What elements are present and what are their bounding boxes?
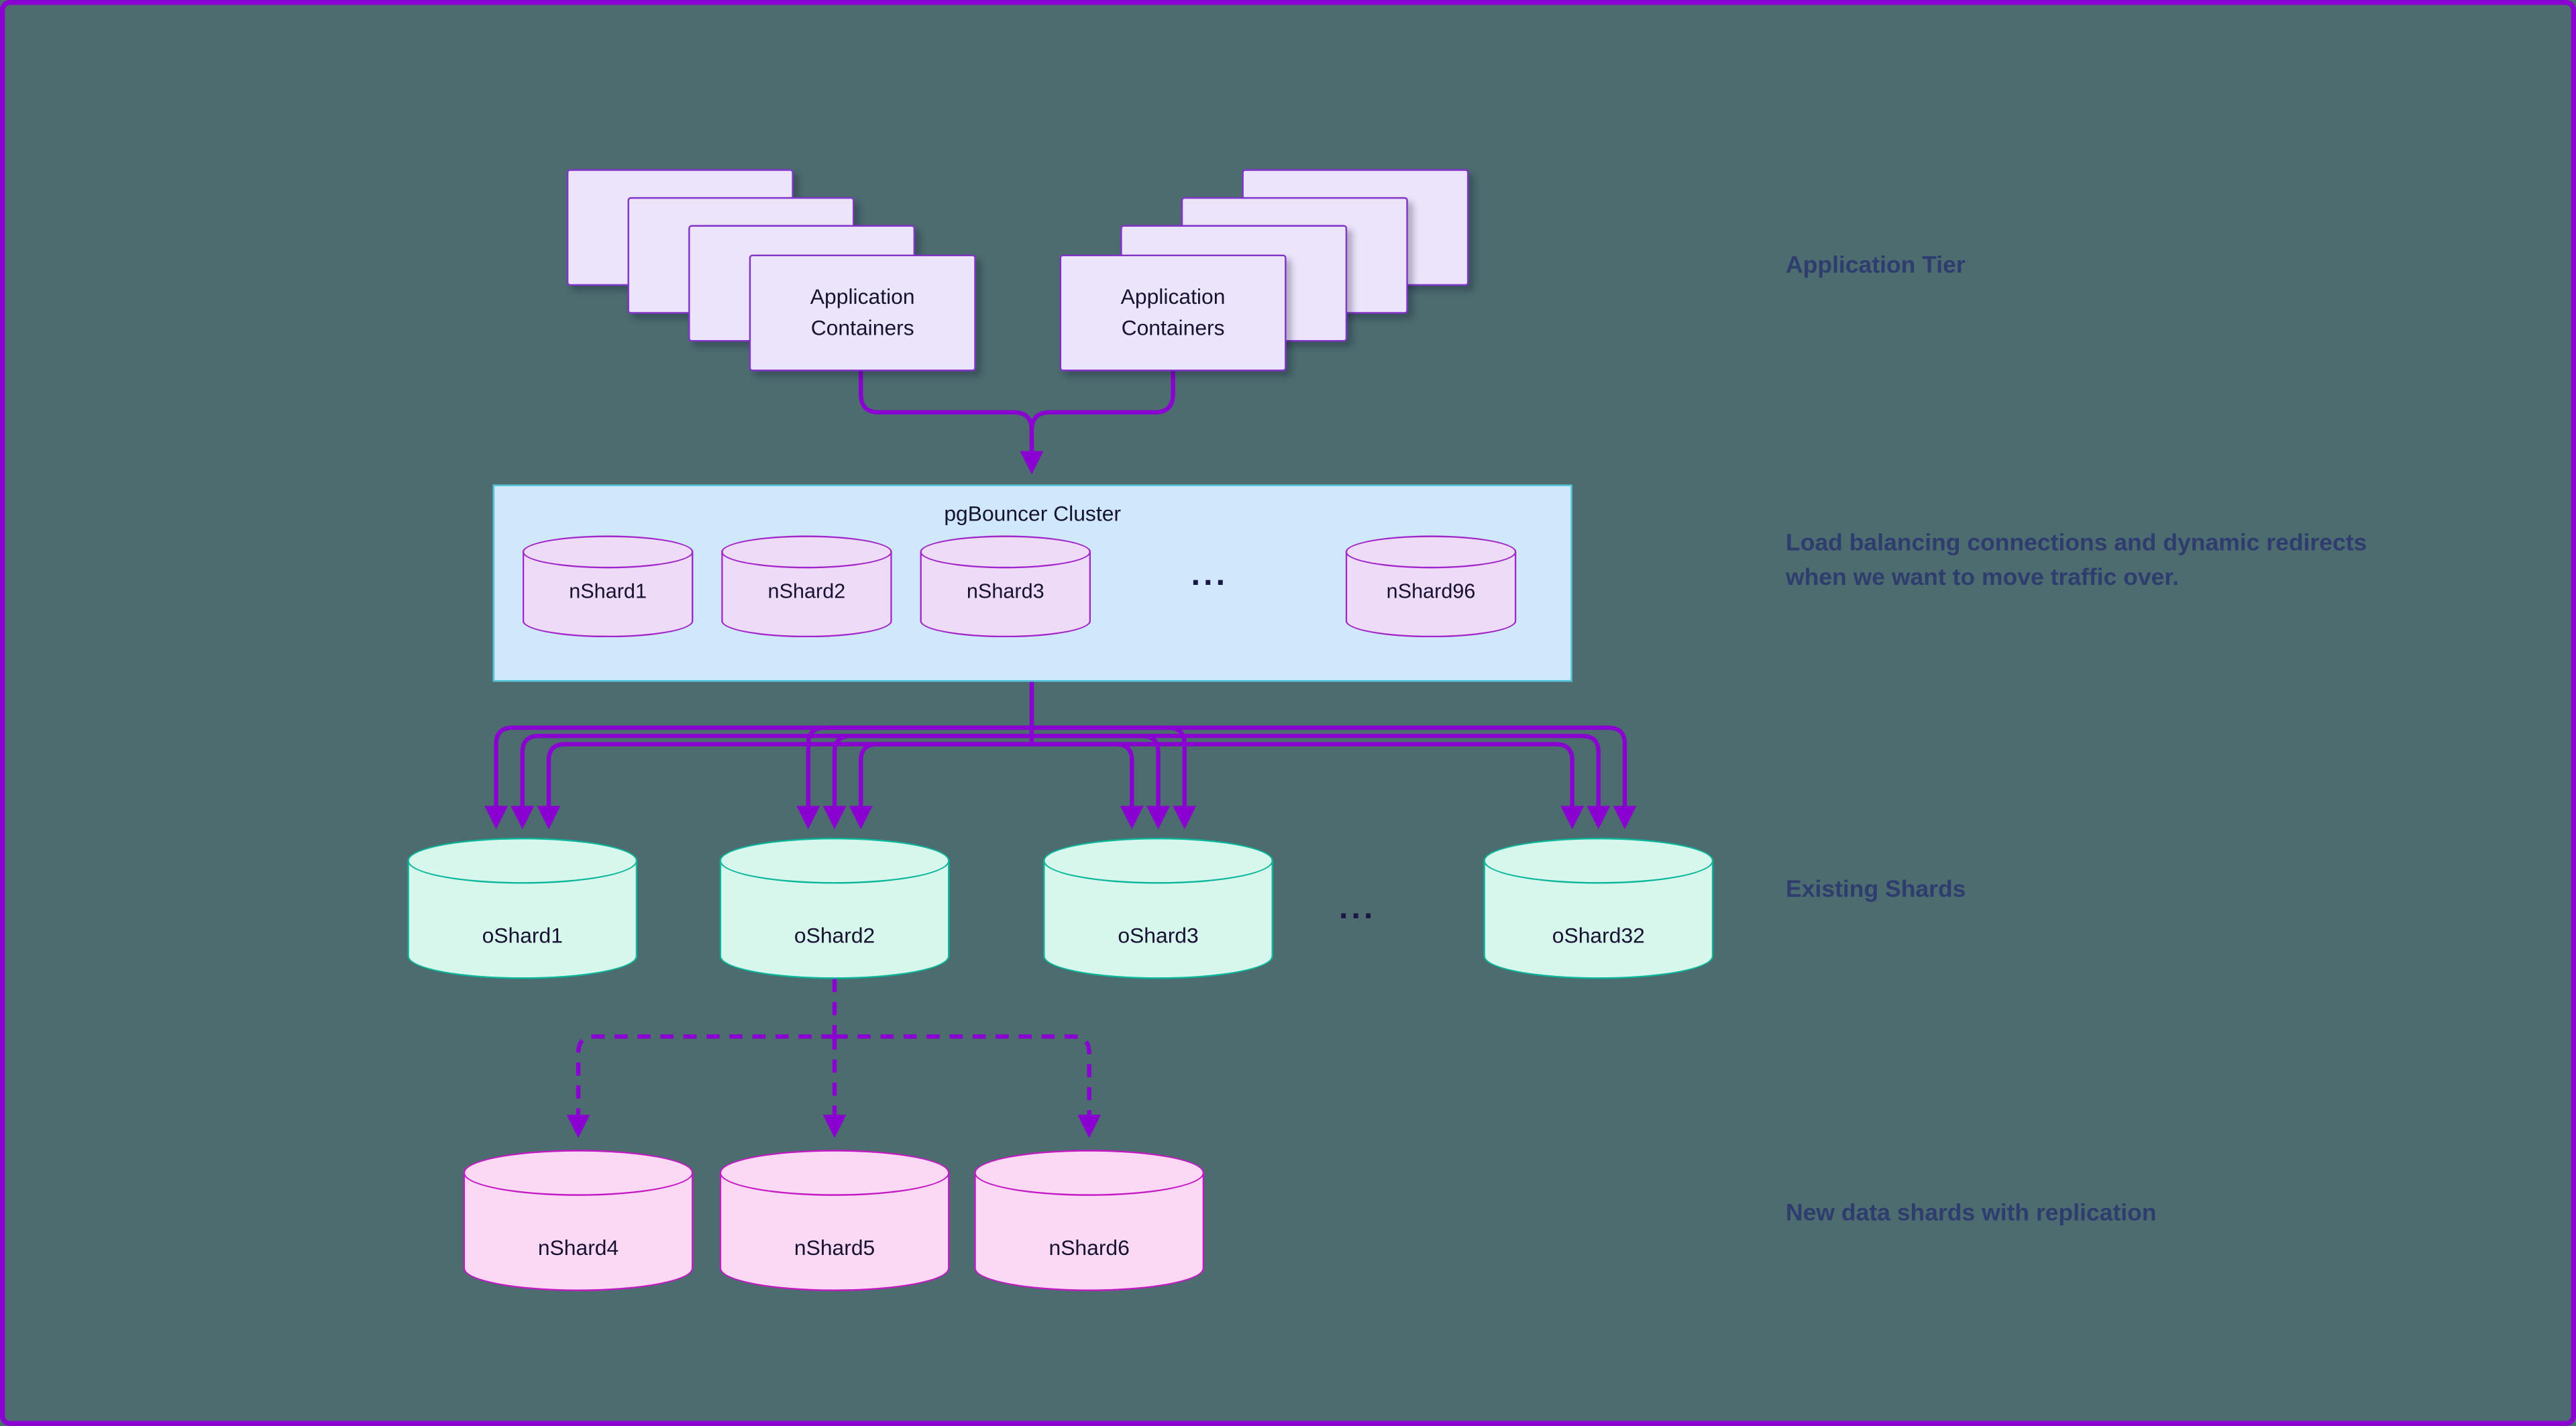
cylinder-label: nShard2 xyxy=(767,580,846,603)
cylinder-oshard32: oShard32 xyxy=(1483,837,1714,979)
cylinder-nshard5: nShard5 xyxy=(719,1150,950,1291)
cylinder-label: nShard5 xyxy=(794,1235,875,1260)
cylinder-label: oShard3 xyxy=(1118,923,1199,948)
cylinder-top xyxy=(719,837,950,884)
annotation-new-shards: New data shards with replication xyxy=(1786,1201,2157,1227)
cylinder-top xyxy=(1043,837,1273,884)
arrows-app-to-pgbouncer xyxy=(859,371,1175,475)
cylinder-top xyxy=(407,837,638,884)
cylinder-top xyxy=(719,1150,950,1196)
cylinder-label: nShard3 xyxy=(966,580,1044,603)
app-card-front-left: Application Containers xyxy=(749,254,976,372)
ellipsis-nshards: ... xyxy=(1191,557,1229,594)
annotation-existing-shards: Existing Shards xyxy=(1786,877,1966,903)
cylinder-nshard3: nShard3 xyxy=(920,535,1091,638)
cylinder-top xyxy=(1345,535,1517,569)
annotation-load-balancing: Load balancing connections and dynamic r… xyxy=(1786,531,2367,592)
ellipsis-oshards: ... xyxy=(1338,890,1377,927)
cylinder-oshard1: oShard1 xyxy=(407,837,638,979)
cylinder-nshard2: nShard2 xyxy=(721,535,892,638)
cylinder-top xyxy=(463,1150,694,1196)
cylinder-label: oShard2 xyxy=(794,923,875,948)
cylinder-nshard6: nShard6 xyxy=(974,1150,1205,1291)
app-card-label: Application Containers xyxy=(810,284,915,339)
cylinder-nshard96: nShard96 xyxy=(1345,535,1517,638)
cylinder-top xyxy=(1483,837,1714,884)
annotation-application-tier: Application Tier xyxy=(1786,253,1966,280)
arrows-pgbouncer-to-existing-shards xyxy=(484,681,1637,830)
cylinder-label: nShard1 xyxy=(569,580,647,603)
cylinder-label: nShard6 xyxy=(1049,1235,1130,1260)
cylinder-label: nShard4 xyxy=(537,1235,619,1260)
pgbouncer-cluster-box: pgBouncer Cluster nShard1 nShard2 nShard… xyxy=(492,484,1572,682)
pgbouncer-title: pgBouncer Cluster xyxy=(944,500,1122,526)
cylinder-label: oShard32 xyxy=(1552,923,1645,948)
cylinder-label: oShard1 xyxy=(482,923,563,948)
arrows-replication-dashed xyxy=(566,979,1102,1138)
cylinder-oshard3: oShard3 xyxy=(1043,837,1273,979)
cylinder-nshard1: nShard1 xyxy=(522,535,694,638)
cylinder-top xyxy=(721,535,892,569)
cylinder-top xyxy=(974,1150,1205,1196)
cylinder-oshard2: oShard2 xyxy=(719,837,950,979)
cylinder-top xyxy=(522,535,694,569)
cylinder-top xyxy=(920,535,1091,569)
cylinder-label: nShard96 xyxy=(1386,580,1476,603)
cylinder-nshard4: nShard4 xyxy=(463,1150,694,1291)
app-card-front-right: Application Containers xyxy=(1059,254,1287,372)
app-card-label: Application Containers xyxy=(1120,284,1226,339)
